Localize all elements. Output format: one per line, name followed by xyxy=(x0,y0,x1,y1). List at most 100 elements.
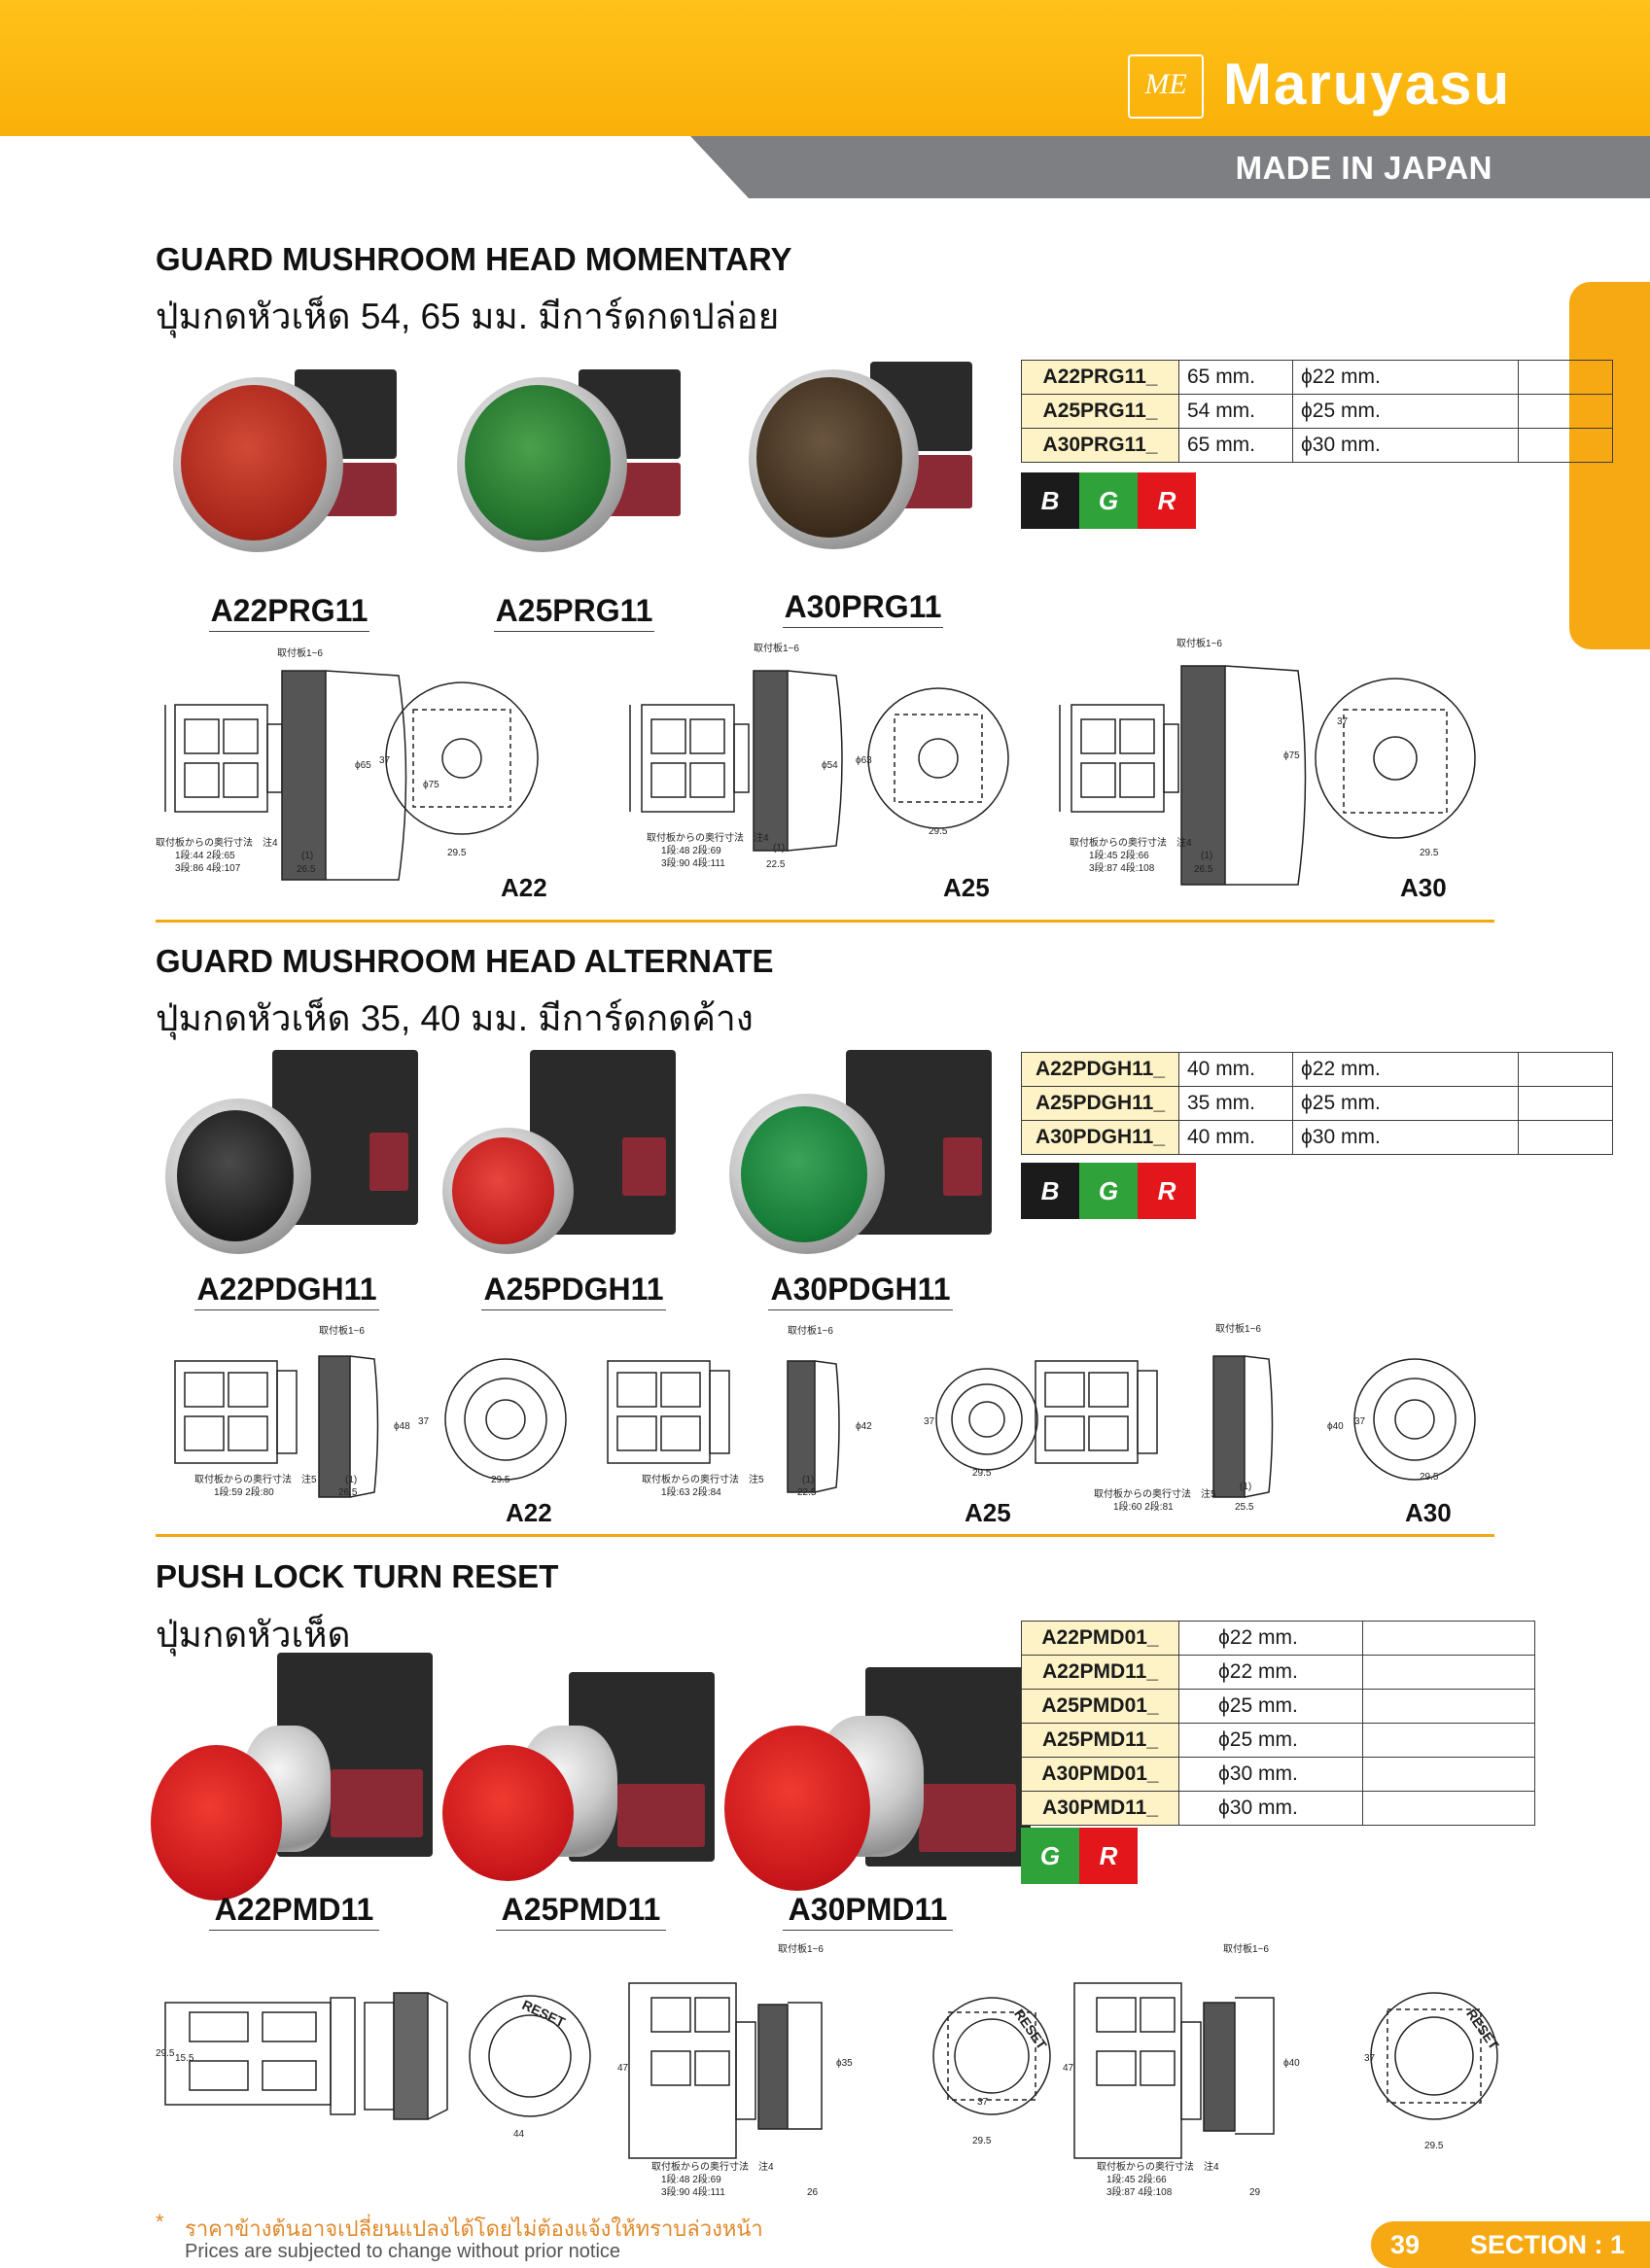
svg-text:37: 37 xyxy=(1364,2053,1376,2064)
drawing-label-a22: A22 xyxy=(506,1498,552,1527)
table-row: A25PDGH11_ 35 mm. ϕ25 mm. xyxy=(1021,1086,1613,1121)
svg-text:注4: 注4 xyxy=(1176,836,1192,849)
product-label: A22PDGH11 xyxy=(194,1272,379,1310)
table-row: A30PMD01_ϕ30 mm. xyxy=(1021,1757,1535,1792)
svg-text:1段:63 2段:84: 1段:63 2段:84 xyxy=(661,1485,721,1498)
svg-text:ϕ40: ϕ40 xyxy=(1283,2058,1300,2069)
svg-text:1段:45 2段:66: 1段:45 2段:66 xyxy=(1106,2173,1167,2185)
svg-text:ϕ75: ϕ75 xyxy=(423,780,439,790)
svg-text:3段:87 4段:108: 3段:87 4段:108 xyxy=(1106,2185,1173,2198)
svg-text:47: 47 xyxy=(617,2063,629,2074)
section-label: SECTION : 1 xyxy=(1470,2230,1626,2259)
svg-text:37: 37 xyxy=(1337,716,1349,727)
svg-text:取付板1~6: 取付板1~6 xyxy=(1215,1322,1261,1335)
color-swatch-red: R xyxy=(1138,472,1196,529)
svg-text:取付板からの奥行寸法: 取付板からの奥行寸法 xyxy=(1097,2160,1194,2173)
svg-text:22.5: 22.5 xyxy=(797,1487,817,1498)
spec-table-1: A22PRG11_ 65 mm. ϕ22 mm. A25PRG11_ 54 mm… xyxy=(1021,360,1613,463)
footnote-english: Prices are subjected to change without p… xyxy=(185,2241,621,2262)
photo-a30pmd11 xyxy=(724,1667,1036,1910)
svg-text:ϕ75: ϕ75 xyxy=(1283,750,1300,761)
svg-text:取付板からの奥行寸法: 取付板からの奥行寸法 xyxy=(156,836,253,849)
svg-text:取付板からの奥行寸法: 取付板からの奥行寸法 xyxy=(1094,1487,1191,1500)
drawing-label-a25: A25 xyxy=(965,1498,1011,1527)
svg-text:26.5: 26.5 xyxy=(1194,864,1213,875)
svg-text:取付板1~6: 取付板1~6 xyxy=(319,1324,365,1337)
svg-text:取付板からの奥行寸法: 取付板からの奥行寸法 xyxy=(1070,836,1167,849)
svg-text:1段:48 2段:69: 1段:48 2段:69 xyxy=(661,2173,721,2185)
color-swatch-red: R xyxy=(1138,1163,1196,1219)
table-row: A25PRG11_ 54 mm. ϕ25 mm. xyxy=(1021,394,1613,429)
footnote-marker: * xyxy=(156,2210,164,2234)
svg-text:47: 47 xyxy=(1063,2063,1074,2074)
svg-text:ϕ40: ϕ40 xyxy=(1327,1421,1344,1432)
svg-text:ϕ63: ϕ63 xyxy=(856,755,872,766)
svg-text:注5: 注5 xyxy=(1201,1487,1216,1500)
svg-text:3段:90 4段:111: 3段:90 4段:111 xyxy=(661,2185,725,2198)
svg-text:(1): (1) xyxy=(345,1475,357,1485)
page-number: 39 xyxy=(1379,2223,1431,2266)
table-row: A30PRG11_ 65 mm. ϕ30 mm. xyxy=(1021,428,1613,463)
color-swatch-green: G xyxy=(1021,1828,1079,1884)
product-label: A30PRG11 xyxy=(783,589,943,628)
svg-text:3段:87 4段:108: 3段:87 4段:108 xyxy=(1089,861,1155,874)
brand-name: Maruyasu xyxy=(1223,52,1512,117)
product-label: A22PMD11 xyxy=(209,1892,379,1931)
header-banner xyxy=(0,0,1650,136)
svg-text:26: 26 xyxy=(807,2187,819,2198)
drawing-label-a30: A30 xyxy=(1405,1498,1452,1527)
svg-text:29.5: 29.5 xyxy=(491,1475,510,1485)
svg-text:注4: 注4 xyxy=(1204,2160,1219,2173)
svg-text:(1): (1) xyxy=(773,843,785,854)
spec-table-3: A22PMD01_ϕ22 mm. A22PMD11_ϕ22 mm. A25PMD… xyxy=(1021,1621,1535,1826)
photo-a22pdgh11 xyxy=(165,1050,428,1274)
svg-text:取付板からの奥行寸法: 取付板からの奥行寸法 xyxy=(647,831,744,844)
svg-text:29.5: 29.5 xyxy=(447,848,467,858)
color-swatch-green: G xyxy=(1079,472,1138,529)
table-row: A22PRG11_ 65 mm. ϕ22 mm. xyxy=(1021,360,1613,395)
drawings-section-3: 29.5 15.5 44 取付板1~6 47 ϕ35 37 29.5 取付板から… xyxy=(156,1942,1502,2198)
table-row: A25PMD11_ϕ25 mm. xyxy=(1021,1723,1535,1758)
header-grey-strip xyxy=(690,136,1650,198)
svg-text:29.5: 29.5 xyxy=(1424,2141,1444,2151)
svg-text:取付板1~6: 取付板1~6 xyxy=(788,1324,833,1337)
color-swatch-red: R xyxy=(1079,1828,1138,1884)
svg-text:ϕ65: ϕ65 xyxy=(355,760,371,771)
svg-text:37: 37 xyxy=(379,755,391,766)
photo-a25prg11 xyxy=(457,358,700,572)
color-options-3: G R xyxy=(1021,1828,1138,1884)
color-options-1: B G R xyxy=(1021,472,1196,529)
svg-text:注4: 注4 xyxy=(263,836,278,849)
table-row: A30PMD11_ϕ30 mm. xyxy=(1021,1791,1535,1826)
svg-text:29.5: 29.5 xyxy=(1420,1472,1439,1483)
section-3-title: PUSH LOCK TURN RESET xyxy=(156,1558,559,1594)
svg-text:29.5: 29.5 xyxy=(1420,848,1439,858)
svg-text:注5: 注5 xyxy=(301,1473,317,1485)
drawing-label-a30: A30 xyxy=(1400,873,1447,902)
svg-text:(1): (1) xyxy=(1240,1482,1251,1492)
svg-text:37: 37 xyxy=(924,1416,935,1427)
svg-text:29.5: 29.5 xyxy=(972,2136,992,2146)
photo-a22prg11 xyxy=(173,358,416,572)
photo-a22pmd11 xyxy=(151,1653,442,1905)
svg-text:37: 37 xyxy=(977,2097,989,2108)
product-label: A30PDGH11 xyxy=(768,1272,953,1310)
svg-text:注5: 注5 xyxy=(749,1473,764,1485)
svg-text:取付板1~6: 取付板1~6 xyxy=(1176,637,1222,649)
svg-text:取付板1~6: 取付板1~6 xyxy=(277,646,323,659)
section-3-subtitle: ปุ่มกดหัวเห็ด xyxy=(156,1615,351,1655)
table-row: A22PMD01_ϕ22 mm. xyxy=(1021,1621,1535,1656)
svg-text:3段:90 4段:111: 3段:90 4段:111 xyxy=(661,856,725,869)
svg-text:25.5: 25.5 xyxy=(1235,1502,1254,1513)
svg-text:RESET: RESET xyxy=(1463,2006,1502,2053)
svg-text:1段:48 2段:69: 1段:48 2段:69 xyxy=(661,844,721,856)
svg-text:ϕ54: ϕ54 xyxy=(822,760,838,771)
svg-text:取付板1~6: 取付板1~6 xyxy=(778,1942,824,1955)
svg-text:37: 37 xyxy=(418,1416,430,1427)
color-swatch-green: G xyxy=(1079,1163,1138,1219)
svg-text:注4: 注4 xyxy=(754,831,769,844)
product-label: A25PMD11 xyxy=(496,1892,666,1931)
svg-text:(1): (1) xyxy=(1201,851,1212,861)
svg-text:取付板1~6: 取付板1~6 xyxy=(754,642,799,654)
footnote-thai: ราคาข้างต้นอาจเปลี่ยนแปลงได้โดยไม่ต้องแจ… xyxy=(185,2216,763,2241)
